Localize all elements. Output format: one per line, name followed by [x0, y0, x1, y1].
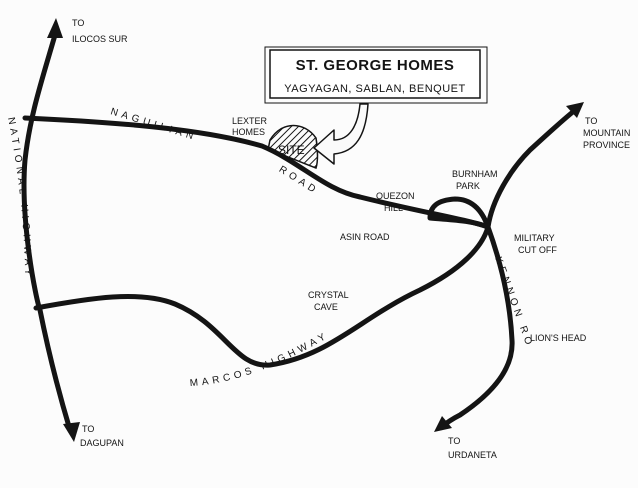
- label-park: PARK: [456, 181, 480, 191]
- label-cut-off: CUT OFF: [518, 245, 557, 255]
- map-title: ST. GEORGE HOMES: [296, 57, 455, 74]
- site-area: [267, 124, 319, 169]
- arrow-to-ilocos-icon: [47, 18, 63, 38]
- label-site: SITE: [278, 143, 305, 157]
- label-quezon: QUEZON: [376, 191, 415, 201]
- arrow-to-urdaneta-icon: [434, 416, 452, 432]
- label-dagupan: DAGUPAN: [80, 438, 124, 448]
- label-to-urdaneta: TO: [448, 436, 460, 446]
- label-lexter: LEXTER: [232, 116, 268, 126]
- label-to-mountain: TO: [585, 116, 597, 126]
- label-to-dagupan: TO: [82, 424, 94, 434]
- burnham-park-loop: [427, 196, 491, 230]
- label-cave: CAVE: [314, 302, 338, 312]
- label-hill: HILL: [384, 203, 403, 213]
- title-box: ST. GEORGE HOMES YAGYAGAN, SABLAN, BENQU…: [264, 46, 488, 104]
- label-burnham: BURNHAM: [452, 169, 498, 179]
- arrowheads: [47, 18, 584, 442]
- mountain-province-road: [485, 105, 581, 230]
- arrow-to-mountain-icon: [566, 102, 584, 118]
- label-province: PROVINCE: [583, 140, 630, 150]
- label-to-ilocos: TO: [72, 18, 84, 28]
- kennon-road: [437, 224, 515, 431]
- label-lions-head: LION'S HEAD: [530, 333, 587, 343]
- naguilian-road: [22, 115, 491, 230]
- label-mountain: MOUNTAIN: [583, 128, 630, 138]
- national-highway-road: [21, 32, 73, 433]
- label-homes: HOMES: [232, 127, 265, 137]
- arrow-to-dagupan-icon: [63, 422, 80, 442]
- label-marcos-highway: MARCOS HIGHWAY: [189, 330, 331, 389]
- label-military: MILITARY: [514, 233, 555, 243]
- map-subtitle: YAGYAGAN, SABLAN, BENQUET: [284, 83, 465, 95]
- label-asin-road: ASIN ROAD: [340, 232, 390, 242]
- site-callout-arrow-icon: [313, 103, 369, 165]
- label-ilocos-sur: ILOCOS SUR: [72, 34, 128, 44]
- label-crystal: CRYSTAL: [308, 290, 349, 300]
- roads: [21, 32, 581, 433]
- marcos-highway-road: [33, 224, 491, 368]
- label-urdaneta: URDANETA: [448, 450, 497, 460]
- place-labels: TO ILOCOS SUR TO DAGUPAN TO MOUNTAIN PRO…: [72, 18, 630, 460]
